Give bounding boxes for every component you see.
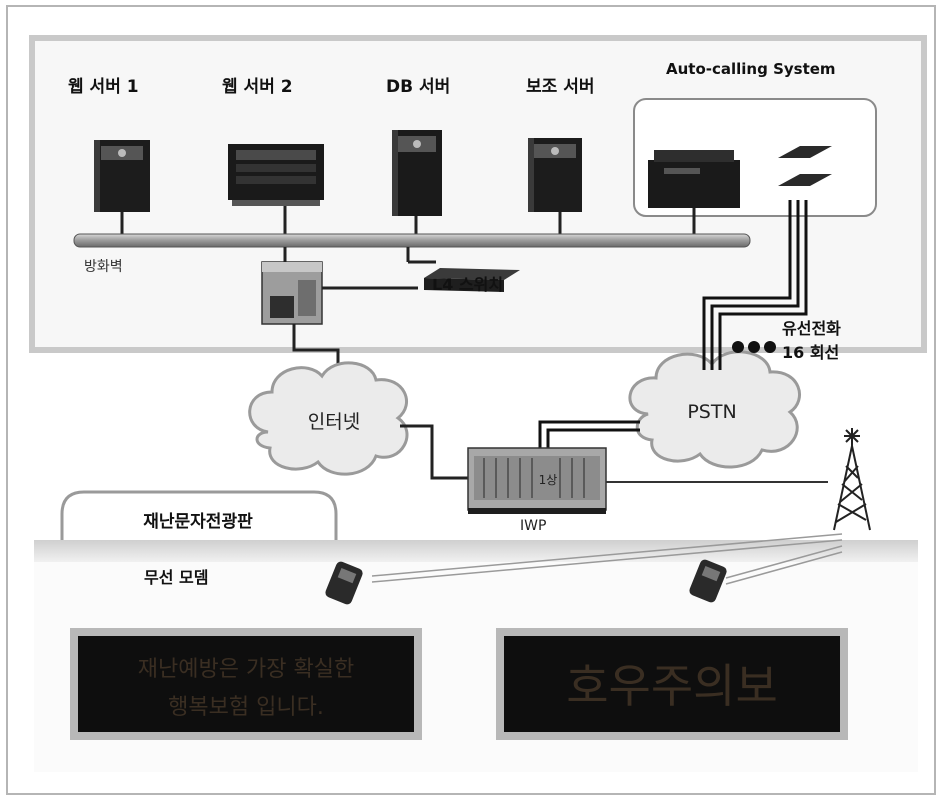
- auto-calling-title: Auto-calling System: [666, 60, 836, 78]
- iwp-label: IWP: [520, 518, 546, 534]
- auto-calling-server-icon: [648, 150, 740, 208]
- wired-phone-label: 유선전화: [782, 319, 841, 338]
- web-server-1-icon: [94, 140, 150, 212]
- internet-to-iwp-link: [400, 424, 468, 480]
- web-server-2-label: 웹 서버 2: [222, 77, 293, 97]
- modem-cards-icon: [778, 146, 832, 186]
- pstn-to-iwp-link-1: [538, 420, 640, 448]
- disaster-board-tab: [60, 490, 338, 540]
- web-server-1-label: 웹 서버 1: [68, 77, 139, 97]
- led-sign-right-text: 호우주의보: [566, 659, 778, 713]
- antenna-tower-icon: [833, 428, 871, 531]
- pstn-to-iwp-link-2: [546, 428, 640, 448]
- l4-switch-label: L4 스위치: [432, 275, 503, 294]
- iwp-device-text: 1상: [539, 473, 558, 487]
- l4-switch-icon: [424, 268, 520, 292]
- wireless-modem-right-icon: [689, 559, 727, 603]
- pstn-cloud-icon: [628, 350, 801, 469]
- iwp-device-icon: [467, 447, 607, 514]
- internet-cloud-icon: [248, 361, 409, 476]
- internet-label: 인터넷: [308, 411, 360, 433]
- wireless-signal-lines: [371, 533, 843, 585]
- firewall-label: 방화벽: [84, 259, 123, 275]
- pstn-label: PSTN: [687, 401, 736, 423]
- disaster-board-title: 재난문자전광판: [143, 512, 253, 532]
- led-sign-left-line2: 행복보험 입니다.: [168, 695, 324, 720]
- wireless-modem-left-icon: [325, 561, 363, 605]
- led-sign-right: [496, 628, 848, 740]
- led-sign-left: [70, 628, 422, 740]
- db-server-label: DB 서버: [386, 77, 450, 97]
- wireless-modem-label: 무선 모뎀: [144, 568, 208, 587]
- db-server-icon: [392, 130, 442, 216]
- outer-frame: [6, 5, 936, 795]
- server-drops: [120, 206, 696, 236]
- web-server-2-icon: [228, 144, 324, 206]
- network-bus: [73, 233, 751, 248]
- led-sign-left-line1: 재난예방은 가장 확실한: [138, 657, 354, 682]
- wired-phone-lines: [702, 200, 808, 370]
- line-dots-icon: [732, 341, 776, 353]
- aux-server-label: 보조 서버: [526, 77, 594, 97]
- firewall-device-icon: [261, 261, 323, 325]
- wired-phone-lines-label: 16 회선: [782, 343, 839, 362]
- firewall-to-internet-link: [292, 324, 340, 372]
- aux-server-icon: [528, 138, 582, 212]
